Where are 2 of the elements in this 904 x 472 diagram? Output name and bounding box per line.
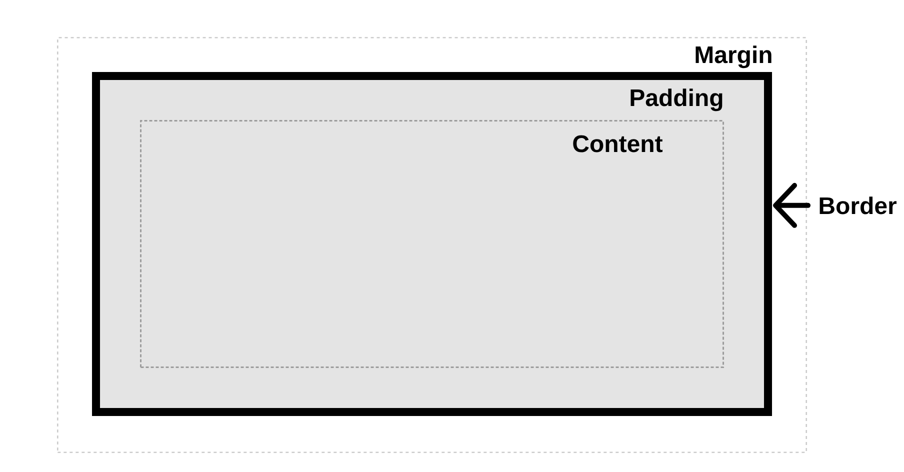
- content-box: Content: [140, 120, 724, 368]
- arrow-label: Border: [820, 196, 897, 214]
